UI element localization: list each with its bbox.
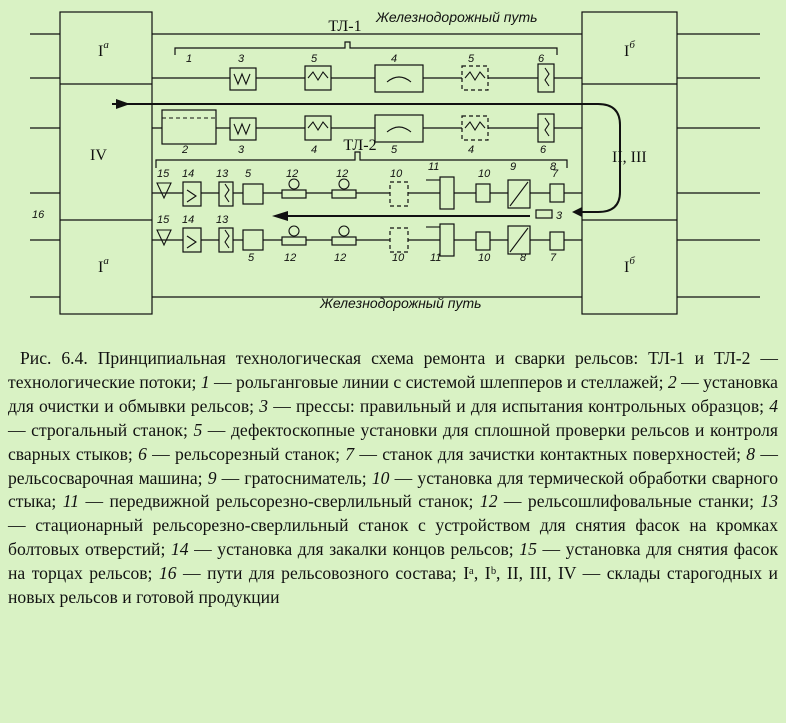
row2-label: 2 xyxy=(181,144,188,156)
caption-item: 15 — установка для снятия фасок на торца… xyxy=(8,539,779,584)
caption-item: 10 — установка для термической обработки… xyxy=(8,467,778,512)
caption-item: 12 — рельсошлифовальные станки; xyxy=(479,491,754,512)
caption-outro-symbols: Iᵃ, Iᵇ, II, III, IV xyxy=(463,563,577,584)
row3-label: 15 xyxy=(157,168,170,180)
row3-label: 8 xyxy=(550,161,557,173)
caption-item: 5 — дефектоскопные установки для сплошно… xyxy=(8,419,778,464)
store-right-mid: II, III xyxy=(612,149,647,166)
rail-bottom-label: Железнодорожный путь xyxy=(319,295,482,311)
row4-label: 5 xyxy=(248,252,255,264)
row3-label: 10 xyxy=(478,168,491,180)
caption-item: 13 — стационарный рельсорезно-сверлильны… xyxy=(8,491,779,560)
row4-label: 12 xyxy=(284,252,296,264)
row1-label: 5 xyxy=(311,53,318,65)
brace-tl2 xyxy=(155,151,568,168)
flow-tl1-label: ТЛ-1 xyxy=(328,18,361,35)
row3-label: 12 xyxy=(286,168,298,180)
row2-label: 3 xyxy=(238,144,245,156)
row1-label: 1 xyxy=(186,53,192,65)
row1-label: 3 xyxy=(238,53,245,65)
caption-outro: — склады старогодных и новых рельсов и г… xyxy=(8,563,778,608)
row2-label: 4 xyxy=(311,144,317,156)
row1-label: 4 xyxy=(391,53,397,65)
store-right xyxy=(581,11,678,315)
row3-label: 9 xyxy=(510,161,516,173)
store-left-top: Iа xyxy=(98,39,109,60)
store-left xyxy=(59,11,153,315)
caption-item: 6 — рельсорезный станок; xyxy=(138,443,340,464)
store-left-bot: Iа xyxy=(98,255,109,276)
row3-label: 7 xyxy=(552,168,559,180)
row4-label: 13 xyxy=(216,214,229,226)
row4-label: 10 xyxy=(478,252,491,264)
row2-label: 6 xyxy=(540,144,547,156)
caption-item: 2 — установка для очистки и обмывки рель… xyxy=(8,371,778,416)
row3-label: 12 xyxy=(336,168,348,180)
caption-item: 4 — строгальный станок; xyxy=(8,395,778,440)
caption-intro: Рис. 6.4. Принципиальная технологическая… xyxy=(8,348,778,392)
technological-scheme: ТЛ-1 ТЛ-2 Железнодорожный путь Железнодо… xyxy=(30,9,760,315)
row4-label: 15 xyxy=(157,214,170,226)
row4-label: 12 xyxy=(334,252,346,264)
store-left-mid: IV xyxy=(90,147,107,164)
row1-label: 6 xyxy=(538,53,545,65)
figure-caption: Рис. 6.4. Принципиальная технологическая… xyxy=(8,347,778,610)
store-right-bot: Iб xyxy=(624,255,635,276)
row3-label: 5 xyxy=(245,168,252,180)
row4-label: 11 xyxy=(430,252,441,264)
row4-label: 7 xyxy=(550,252,557,264)
caption-item: 3 — прессы: правильный и для испытания к… xyxy=(259,395,765,416)
row4-label: 10 xyxy=(392,252,405,264)
caption-item: 16 — пути для рельсовозного состава; xyxy=(158,563,457,584)
caption-item: 11 — передвижной рельсорезно-сверлильный… xyxy=(62,491,474,512)
store-right-top: Iб xyxy=(624,39,635,60)
row2-label: 4 xyxy=(468,144,474,156)
label-side: 16 xyxy=(32,209,45,221)
row3-label: 10 xyxy=(390,168,403,180)
caption-item: 1 — рольганговые линии с системой шлеппе… xyxy=(200,371,664,392)
brace-tl1 xyxy=(174,41,558,55)
row1-label: 5 xyxy=(468,53,475,65)
label-press: 3 xyxy=(556,210,563,222)
row4-label: 8 xyxy=(520,252,527,264)
row3-label: 13 xyxy=(216,168,229,180)
row2-label: 5 xyxy=(391,144,398,156)
flow-tl2-label: ТЛ-2 xyxy=(343,137,376,154)
rail-top-label: Железнодорожный путь xyxy=(375,9,538,25)
caption-item: 9 — гратосниматель; xyxy=(207,467,367,488)
row3-label: 11 xyxy=(428,161,439,173)
row4-label: 14 xyxy=(182,214,194,226)
caption-item: 7 — станок для зачистки контактных повер… xyxy=(345,443,741,464)
row3-label: 14 xyxy=(182,168,194,180)
caption-item: 8 — рельсосварочная машина; xyxy=(8,443,778,488)
caption-item: 14 — установка для закалки концов рельсо… xyxy=(170,539,514,560)
